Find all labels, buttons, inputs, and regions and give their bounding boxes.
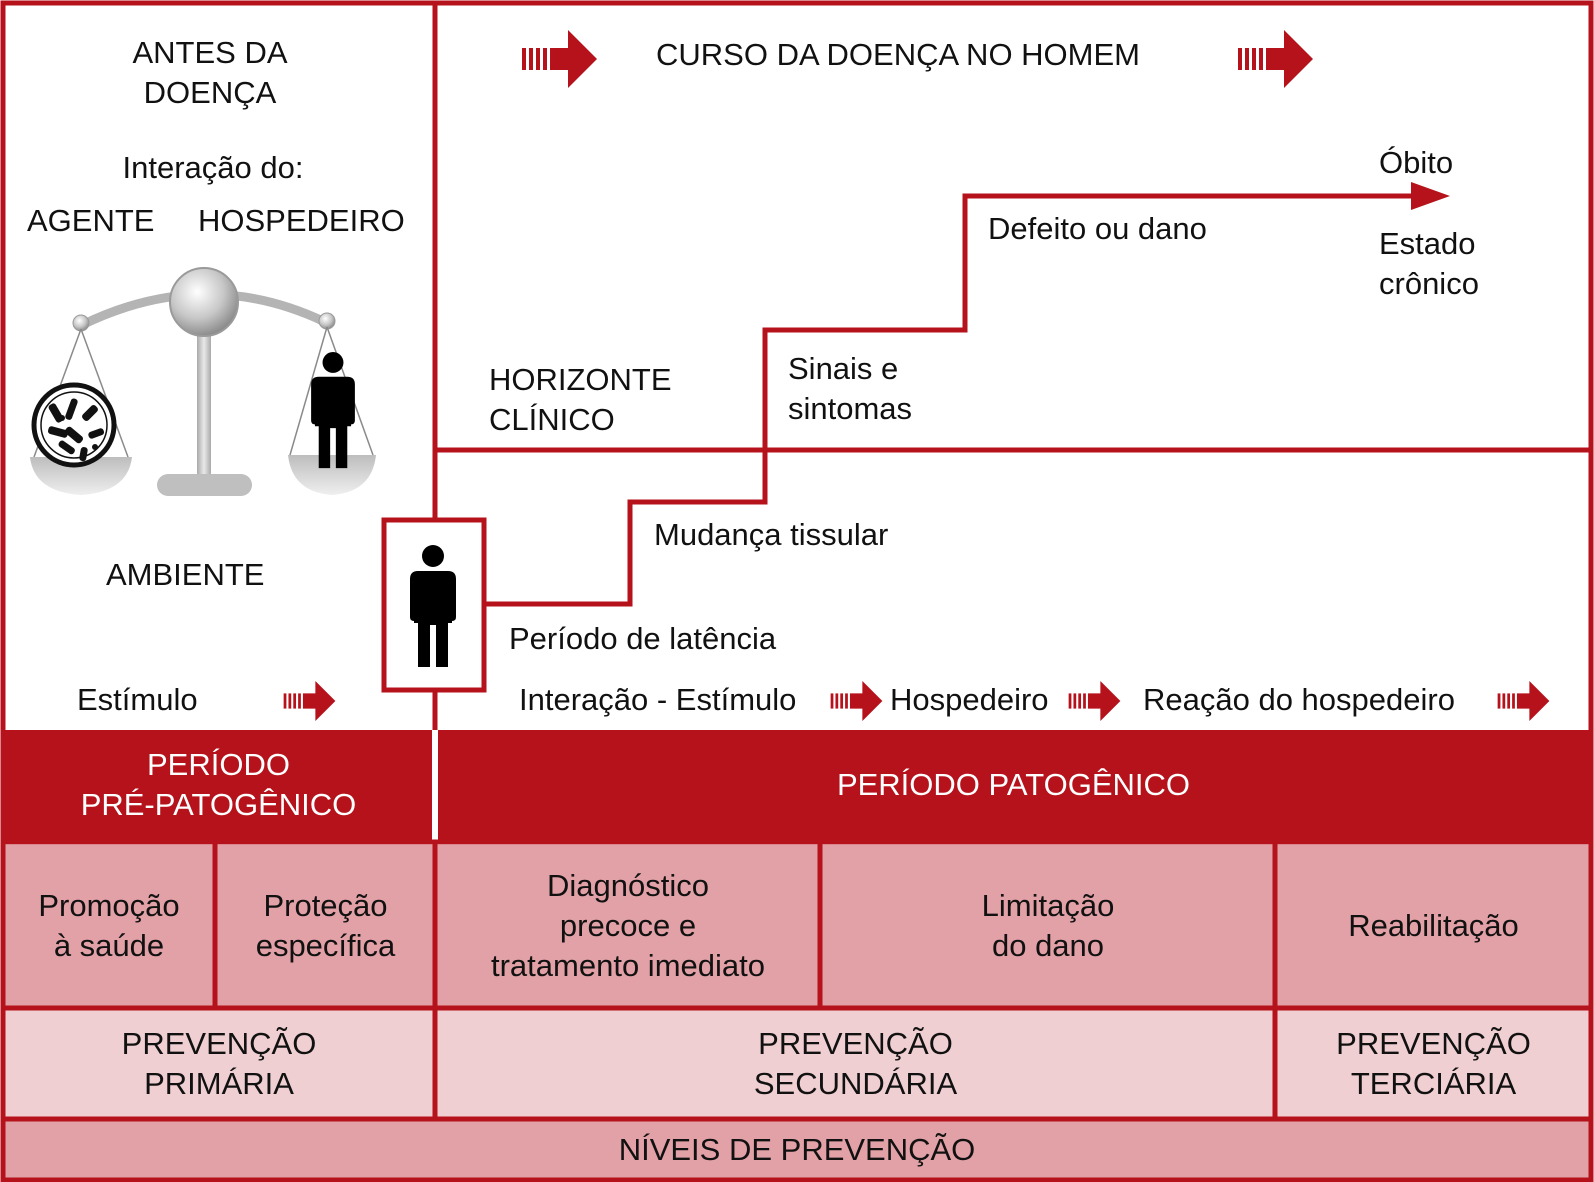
latency-period-label: Período de latência bbox=[509, 621, 777, 656]
actions-row bbox=[5, 845, 1589, 1007]
interaction-arrow bbox=[830, 681, 883, 721]
microbe-icon bbox=[31, 382, 117, 468]
interaction-label: Interação do: bbox=[122, 150, 304, 185]
host-person-icon bbox=[311, 352, 355, 469]
chronic-state-label: Estado crônico bbox=[1379, 226, 1479, 301]
environment-label: AMBIENTE bbox=[106, 557, 265, 592]
clinical-horizon-label: HORIZONTE CLÍNICO bbox=[489, 362, 672, 437]
tertiary-prevention-cell: PREVENÇÃO TERCIÁRIA bbox=[1336, 1026, 1531, 1101]
pre-pathogenic-band bbox=[5, 730, 432, 840]
levels-row bbox=[5, 1121, 1589, 1179]
reaction-arrow bbox=[1497, 681, 1550, 721]
header-arrow-left bbox=[522, 30, 597, 88]
pathogenic-period: PERÍODO PATOGÊNICO bbox=[836, 767, 1191, 802]
course-arrowhead bbox=[1411, 182, 1450, 210]
signs-symptoms-label: Sinais e sintomas bbox=[788, 351, 913, 426]
death-label: Óbito bbox=[1379, 145, 1454, 180]
secondary-prevention-cell: PREVENÇÃO SECUNDÁRIA bbox=[753, 1026, 958, 1101]
defect-label: Defeito ou dano bbox=[988, 211, 1207, 246]
balance-scale-icon bbox=[30, 267, 376, 496]
prevention-row bbox=[5, 1010, 1589, 1118]
primary-prevention-cell: PREVENÇÃO PRIMÁRIA bbox=[121, 1026, 317, 1101]
header-arrow-right bbox=[1238, 30, 1313, 88]
tissue-change-label: Mudança tissular bbox=[654, 517, 889, 552]
agent-label: AGENTE bbox=[27, 203, 155, 238]
interaction-stimulus-label: Interação - Estímulo bbox=[519, 682, 797, 717]
early-diagnosis-cell: Diagnóstico precoce e tratamento imediat… bbox=[491, 867, 765, 983]
before-disease-title: ANTES DA DOENÇA bbox=[132, 35, 288, 110]
damage-limitation-cell: Limitação do dano bbox=[981, 887, 1115, 963]
host-stage-label: Hospedeiro bbox=[890, 682, 1049, 717]
pre-pathogenic-period: PERÍODO PRÉ-PATOGÊNICO bbox=[80, 747, 357, 822]
rehabilitation-cell: Reabilitação bbox=[1348, 907, 1519, 943]
stimulus-arrow bbox=[283, 681, 336, 721]
pathogenic-band bbox=[438, 730, 1589, 840]
specific-protection-cell: Proteção específica bbox=[255, 887, 396, 963]
course-title: CURSO DA DOENÇA NO HOMEM bbox=[656, 37, 1140, 72]
disease-course-staircase bbox=[481, 193, 1415, 607]
host-arrow bbox=[1068, 681, 1121, 721]
host-label: HOSPEDEIRO bbox=[198, 203, 405, 238]
stimulus-label: Estímulo bbox=[77, 682, 198, 717]
health-promotion-cell: Promoção à saúde bbox=[38, 887, 180, 963]
host-reaction-label: Reação do hospedeiro bbox=[1143, 682, 1455, 717]
prevention-levels-title: NÍVEIS DE PREVENÇÃO bbox=[618, 1132, 976, 1167]
